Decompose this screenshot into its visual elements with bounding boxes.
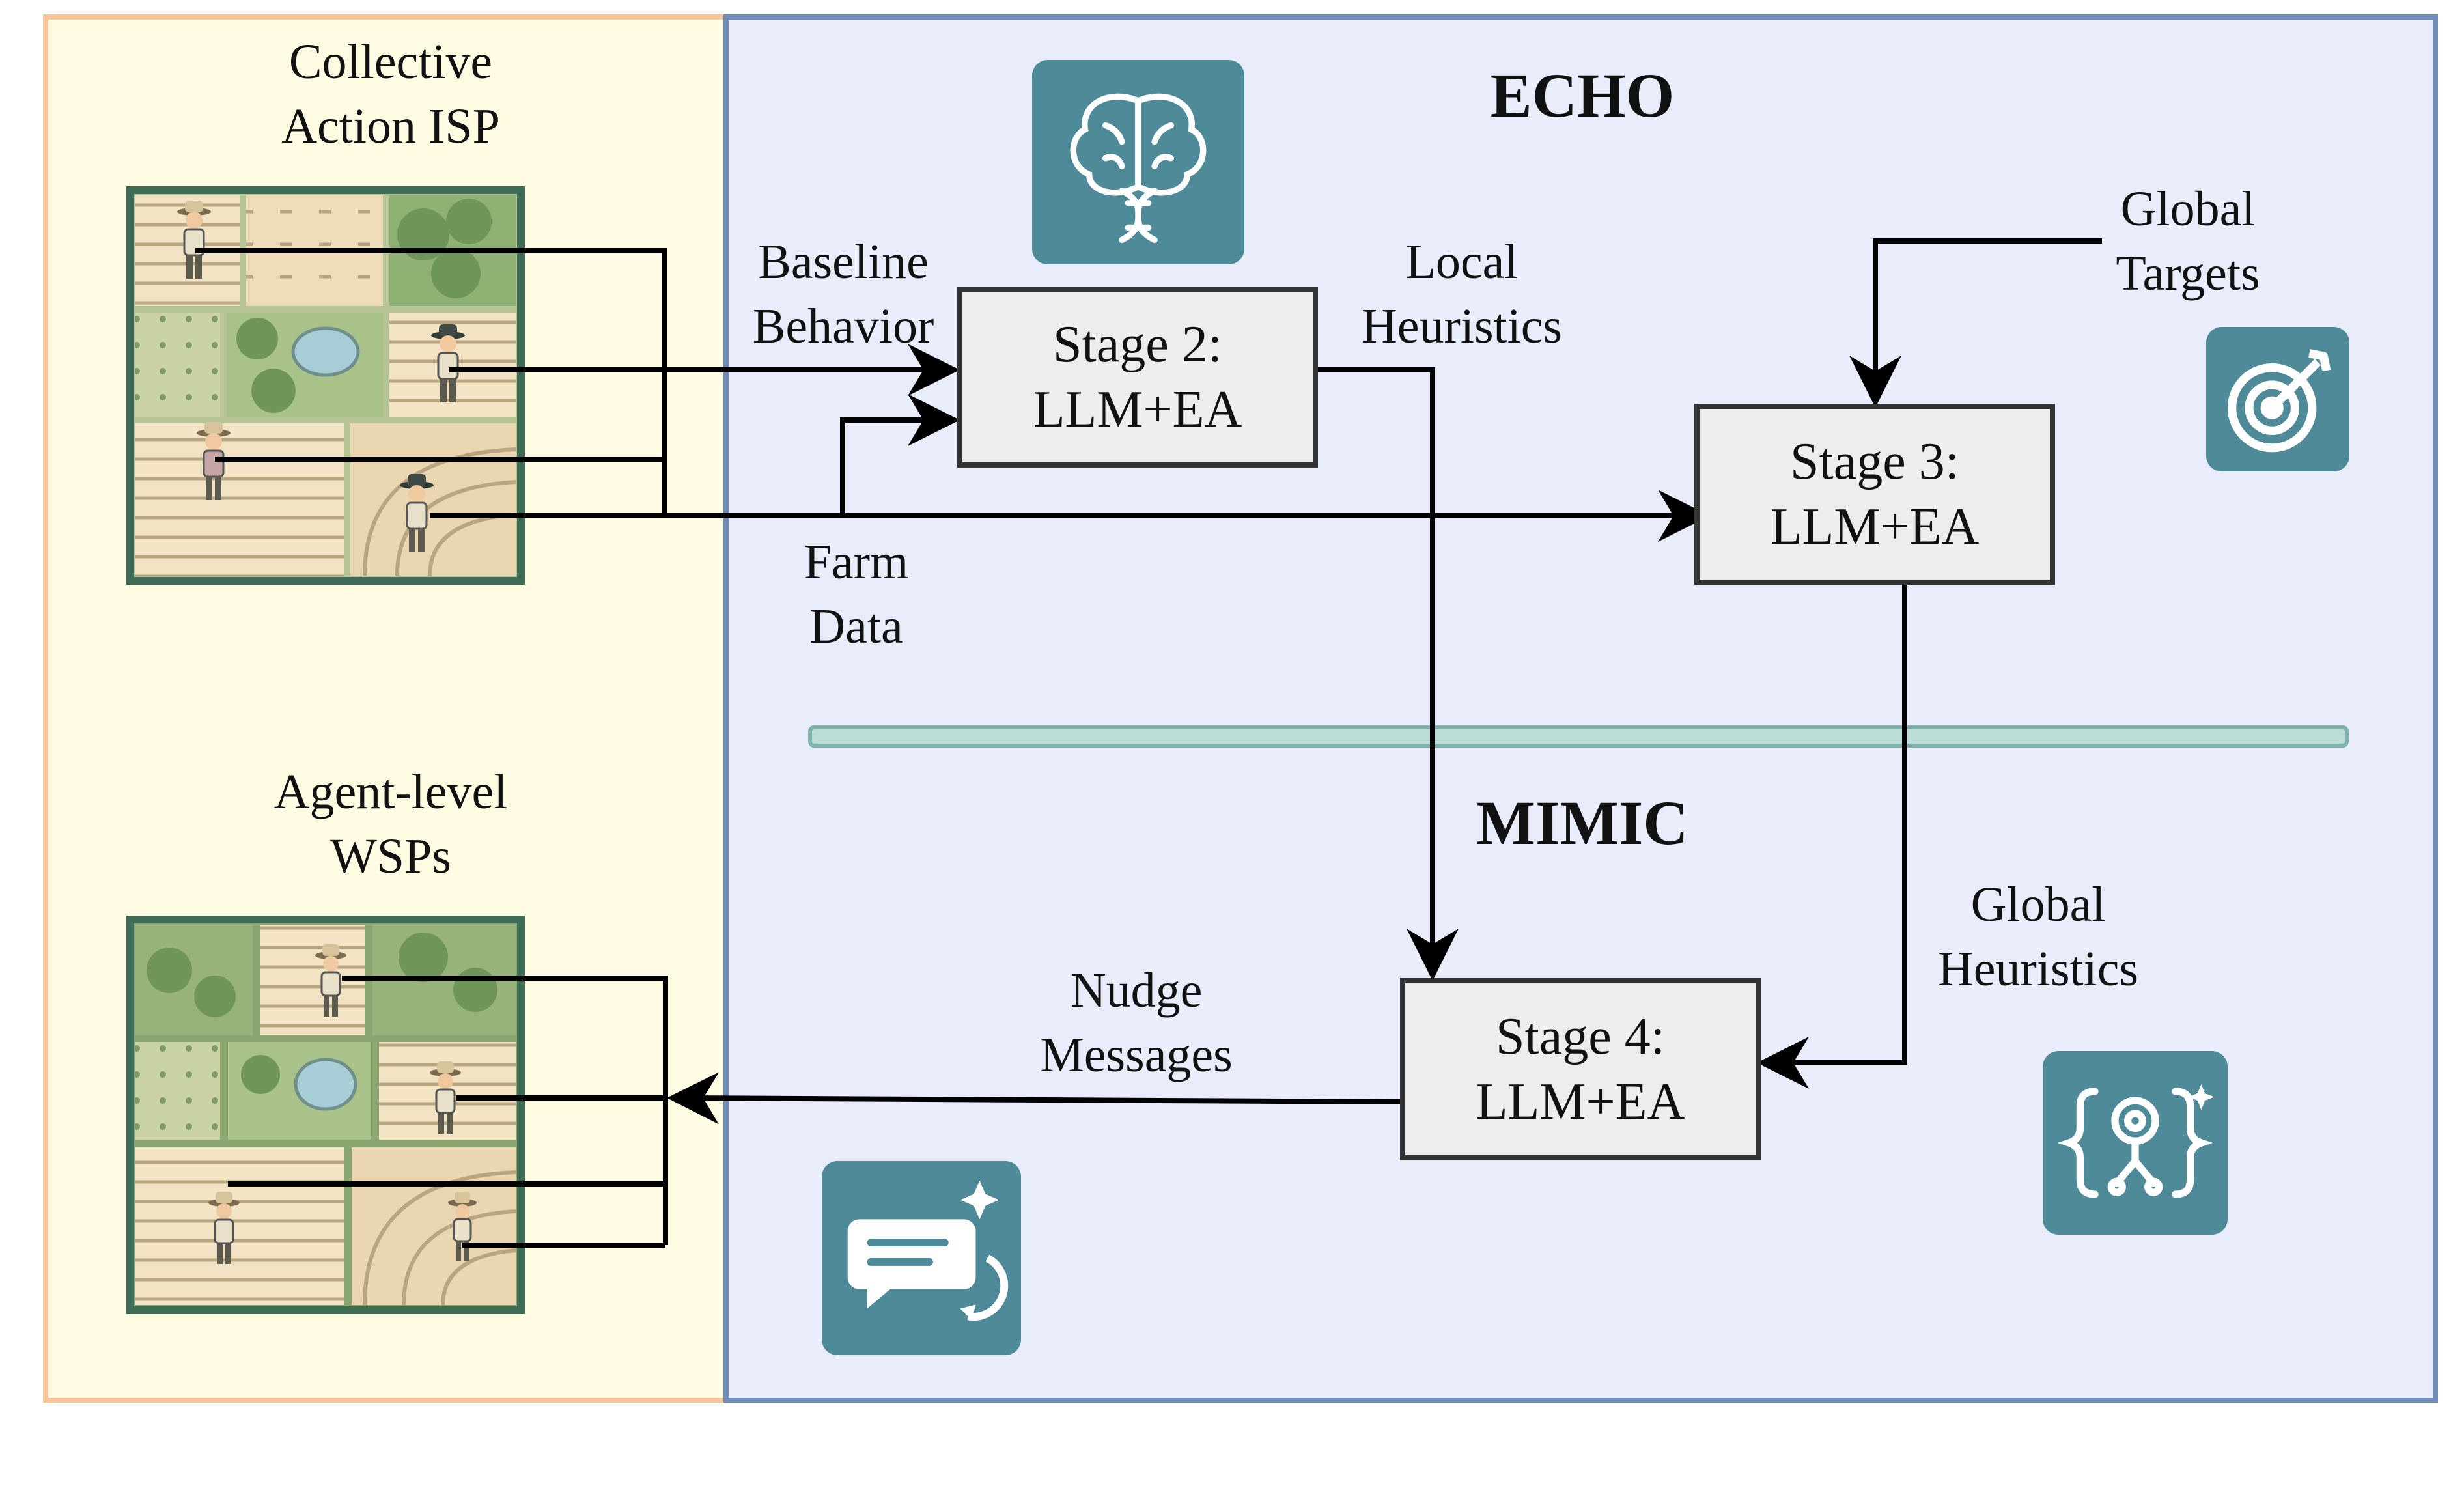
farm-data-label: Farm Data — [804, 535, 909, 654]
farmer-icon — [315, 944, 346, 1017]
stage3-title: Stage 3: — [1790, 433, 1959, 490]
isp-title: Collective Action ISP — [281, 35, 500, 154]
farmer-icon — [400, 474, 434, 552]
stage4-title: Stage 4: — [1496, 1008, 1665, 1065]
stage-connectors — [667, 238, 2102, 1125]
code-gear-icon — [2043, 1051, 2228, 1235]
stage2-box: Stage 2: LLM+EA — [957, 287, 1318, 468]
baseline-behavior-label: Baseline Behavior — [752, 234, 934, 354]
stage2-title: Stage 2: — [1053, 316, 1222, 373]
mimic-title: MIMIC — [1476, 788, 1688, 858]
target-icon — [2206, 327, 2349, 471]
stage4-method: LLM+EA — [1476, 1073, 1685, 1131]
echo-title: ECHO — [1490, 61, 1675, 130]
chat-sparkle-icon — [822, 1161, 1021, 1355]
isp-connectors — [195, 248, 1710, 542]
stage4-box: Stage 4: LLM+EA — [1400, 978, 1761, 1160]
wsp-connectors — [228, 976, 668, 1248]
farmer-icon — [448, 1192, 477, 1261]
global-targets-label: Global Targets — [2116, 182, 2260, 301]
isp-farm-map — [126, 186, 525, 585]
nudge-messages-label: Nudge Messages — [1040, 963, 1233, 1082]
stage3-box: Stage 3: LLM+EA — [1694, 404, 2055, 585]
farmer-icon — [208, 1192, 240, 1264]
farmer-icon — [430, 1061, 461, 1134]
global-heuristics-label: Global Heuristics — [1937, 877, 2139, 996]
stage3-method: LLM+EA — [1770, 498, 1980, 555]
stage2-method: LLM+EA — [1033, 381, 1242, 438]
wsp-title: Agent-level WSPs — [273, 765, 508, 884]
echo-mimic-divider — [808, 725, 2349, 748]
local-heuristics-label: Local Heuristics — [1361, 234, 1563, 354]
brain-dna-icon — [1032, 60, 1244, 264]
